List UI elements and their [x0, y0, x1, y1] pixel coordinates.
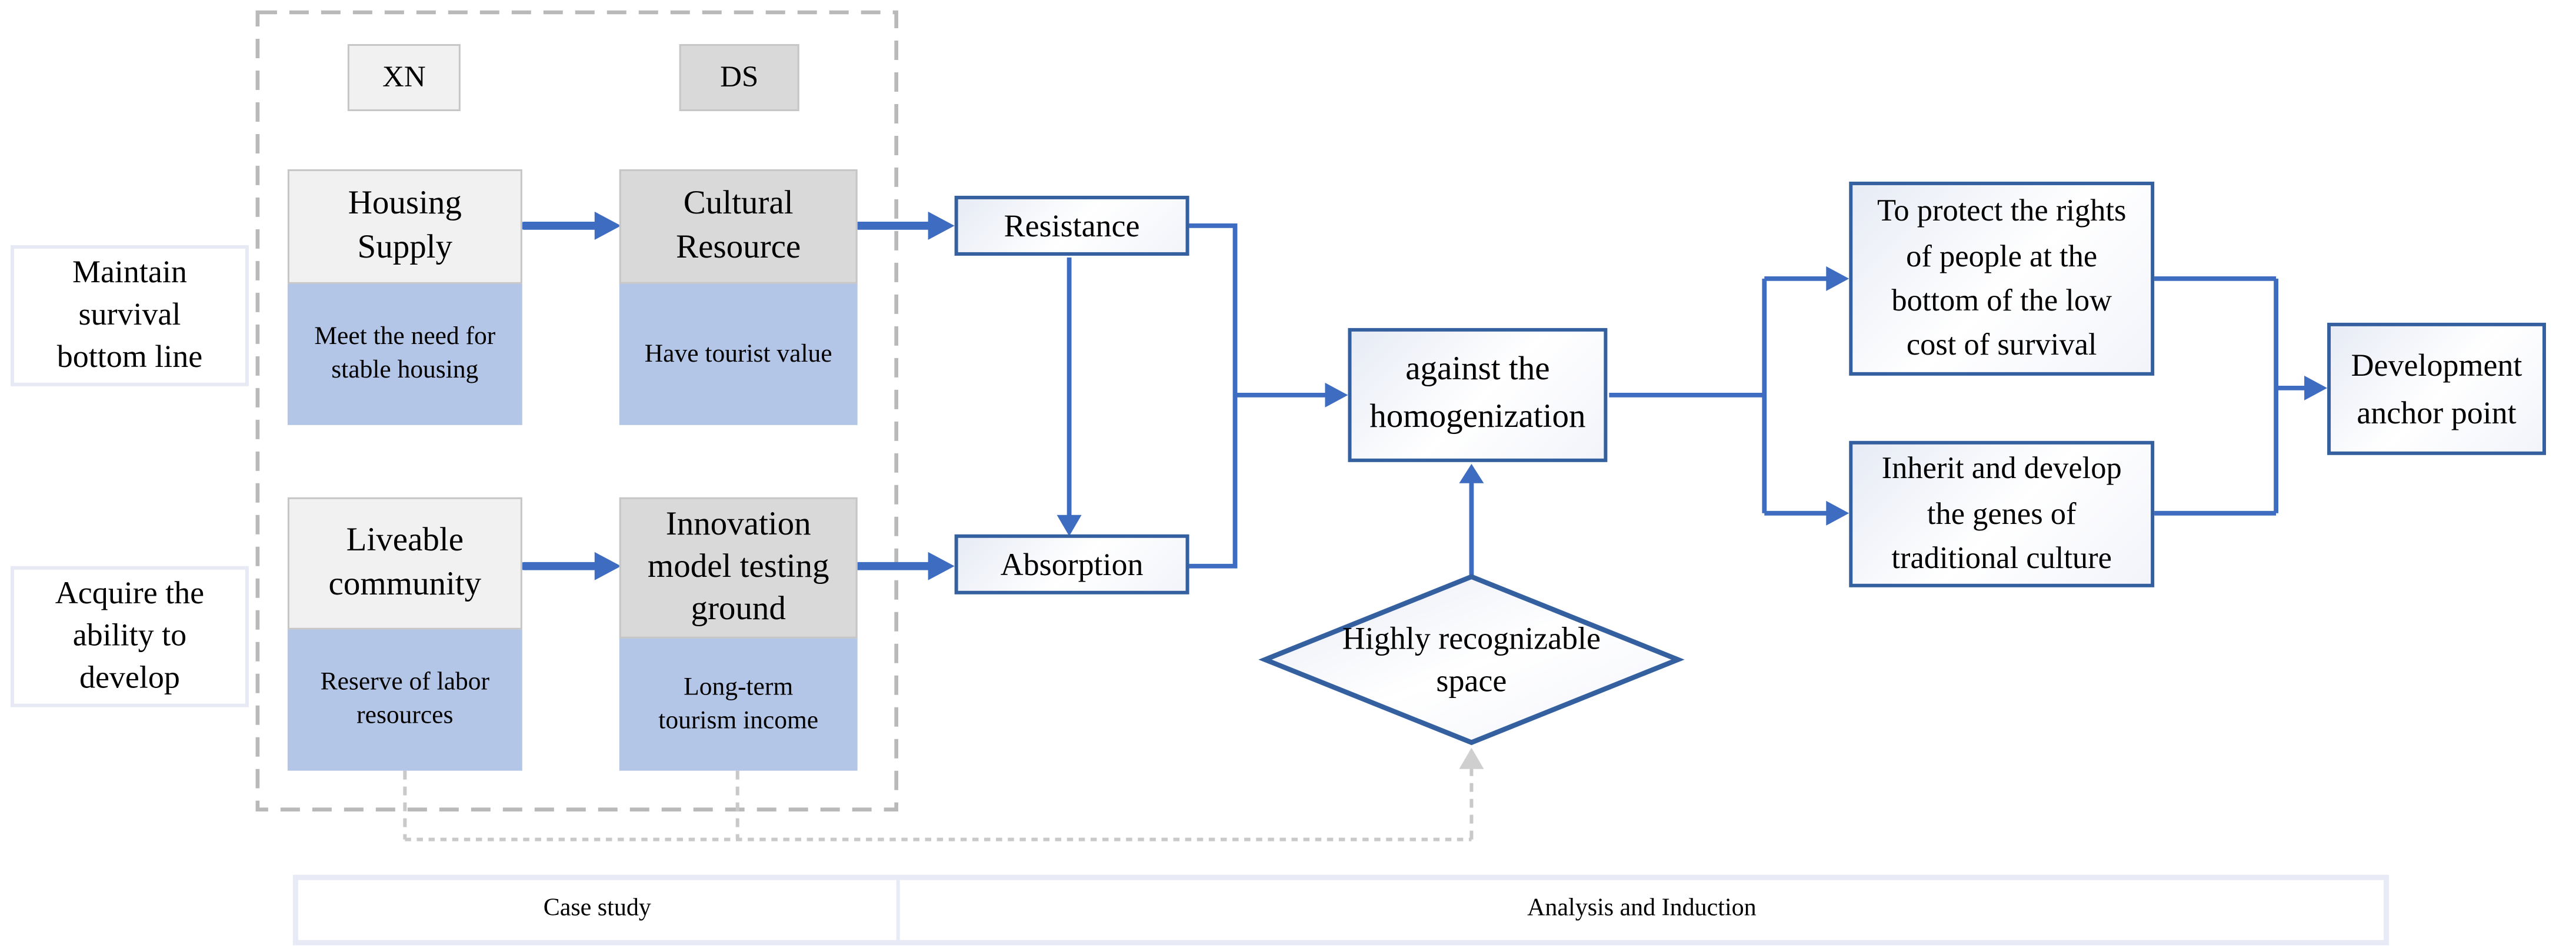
maintain-survival-label: Maintain survival bottom line — [10, 245, 249, 386]
arrowhead-inherit — [1826, 500, 1849, 526]
protect-rights-node: To protect the rights of people at the b… — [1849, 181, 2155, 376]
arrowhead-against — [1325, 382, 1348, 407]
connector-to-against — [1189, 223, 1327, 569]
footer-analysis-cell: Analysis and Induction — [1527, 896, 1757, 923]
case-ds-tag: DS — [679, 44, 799, 111]
arrowhead-protect — [1826, 266, 1849, 291]
connector-against-outcomes — [1609, 276, 1828, 516]
recognizable-space-diamond — [1258, 574, 1685, 746]
housing-supply-node: Housing Supply — [287, 169, 522, 284]
footer-table: Case study Analysis and Induction — [292, 874, 2390, 946]
dashed-feedback-path — [403, 763, 1474, 841]
resistance-node: Resistance — [954, 195, 1189, 256]
arrowhead-development — [2304, 375, 2328, 400]
footer-case-study-cell: Case study — [543, 896, 651, 923]
liveable-community-node: Liveable community — [287, 497, 522, 630]
cultural-resource-node: Cultural Resource — [619, 169, 858, 284]
inherit-culture-node: Inherit and develop the genes of traditi… — [1849, 440, 2155, 587]
connector-outcomes-development — [2154, 276, 2307, 516]
case-study-dashed-container — [255, 10, 898, 811]
innovation-ground-node: Innovation model testing ground — [619, 497, 858, 639]
against-homogenization-node: against the homogenization — [1348, 328, 1608, 462]
matrix-flow-arrows — [519, 222, 934, 570]
footer-divider — [896, 880, 900, 940]
innovation-ground-note: Long-term tourism income — [619, 638, 858, 771]
matrix-flow-arrowheads — [594, 211, 955, 580]
housing-supply-note: Meet the need for stable housing — [287, 283, 522, 425]
connector-resistance-absorption — [1057, 257, 1082, 536]
absorption-node: Absorption — [954, 534, 1189, 594]
recognizable-space-label: Highly recognizable space — [1342, 620, 1601, 699]
connector-diamond-against — [1459, 463, 1484, 577]
acquire-ability-label: Acquire the ability to develop — [10, 566, 249, 707]
gray-arrowhead-to-diamond — [1459, 747, 1484, 769]
cultural-resource-note: Have tourist value — [619, 283, 858, 425]
case-xn-tag: XN — [347, 44, 461, 111]
liveable-community-note: Reserve of labor resources — [287, 629, 522, 771]
development-anchor-node: Development anchor point — [2327, 322, 2546, 455]
